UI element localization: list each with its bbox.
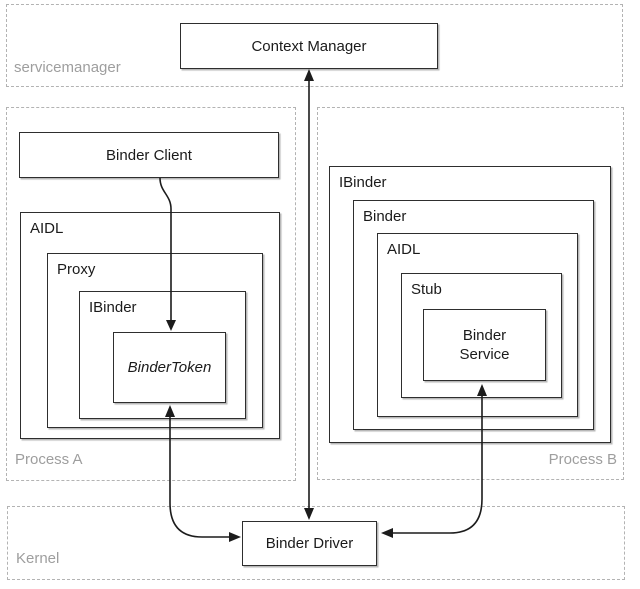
zone-servicemanager [6, 4, 623, 87]
zone-kernel [7, 506, 625, 580]
binder-driver-label: Binder Driver [265, 535, 354, 552]
binder-token-box: BinderToken [113, 332, 226, 403]
process-a-label: Process A [15, 451, 83, 468]
context-manager-box: Context Manager [180, 23, 438, 69]
binder-driver-box: Binder Driver [242, 521, 377, 566]
proxy-label: Proxy [57, 261, 96, 278]
stub-label: Stub [411, 281, 442, 298]
binder-service-box: Binder Service [423, 309, 546, 381]
binder-b-label: Binder [363, 208, 407, 225]
kernel-label: Kernel [16, 550, 60, 567]
ibinder-b-label: IBinder [339, 174, 387, 191]
arrow-driver-context-manager [304, 69, 314, 520]
context-manager-label: Context Manager [251, 37, 367, 55]
ibinder-a-label: IBinder [89, 299, 137, 316]
aidl-a-label: AIDL [30, 220, 64, 237]
aidl-b-label: AIDL [387, 241, 421, 258]
binder-token-label: BinderToken [127, 359, 212, 376]
binder-client-box: Binder Client [19, 132, 279, 178]
binder-client-label: Binder Client [106, 146, 192, 164]
binder-service-label: Binder Service [459, 327, 510, 363]
zone-process-a [6, 107, 296, 481]
process-b-label: Process B [548, 451, 617, 468]
servicemanager-label: servicemanager [14, 59, 121, 76]
